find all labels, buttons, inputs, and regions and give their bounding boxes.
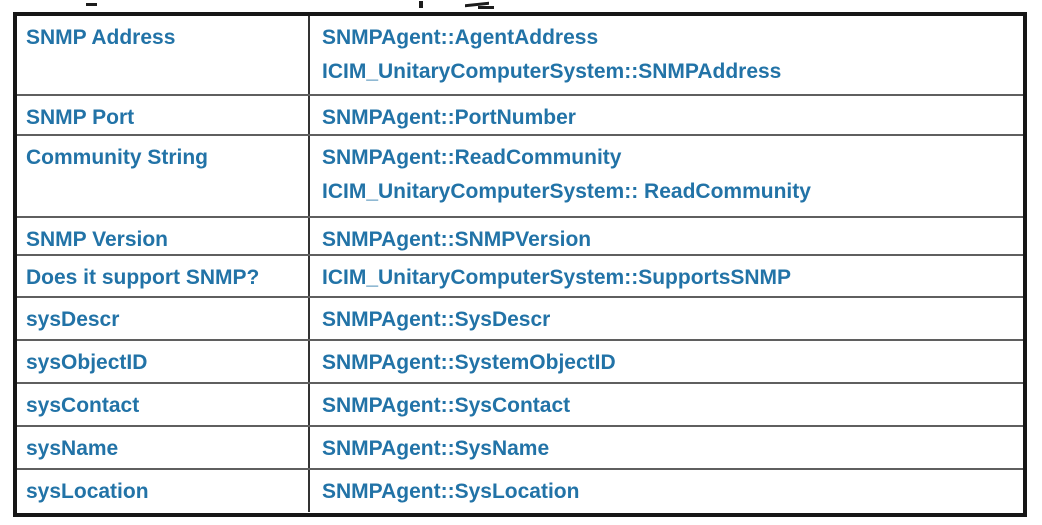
attribute-name: Does it support SNMP? (26, 266, 260, 289)
attribute-name-cell: Does it support SNMP? (17, 256, 310, 296)
attribute-name-cell: SNMP Address (17, 16, 310, 94)
table-row: sysDescr SNMPAgent::SysDescr (17, 298, 1023, 341)
attribute-name-cell: SNMP Version (17, 218, 310, 254)
table-row: sysObjectID SNMPAgent::SystemObjectID (17, 341, 1023, 384)
cropped-text-fragment (86, 3, 97, 6)
attribute-name-cell: SNMP Port (17, 96, 310, 134)
attribute-name: sysDescr (26, 308, 120, 331)
table-row: sysContact SNMPAgent::SysContact (17, 384, 1023, 427)
attribute-path-line: SNMPAgent::SNMPVersion (322, 228, 592, 251)
attribute-path-cell: SNMPAgent::SysName (310, 427, 1023, 468)
attribute-path-line: SNMPAgent::AgentAddress (322, 26, 599, 49)
attribute-name: SNMP Port (26, 106, 135, 129)
attribute-name-cell: sysObjectID (17, 341, 310, 382)
attribute-name: Community String (26, 146, 208, 169)
attribute-path-cell: SNMPAgent::SystemObjectID (310, 341, 1023, 382)
attribute-name: sysName (26, 437, 119, 460)
attribute-name: SNMP Version (26, 228, 168, 251)
attribute-path-line: ICIM_UnitaryComputerSystem:: ReadCommuni… (322, 180, 811, 203)
attribute-name: sysContact (26, 394, 140, 417)
attribute-name-cell: sysContact (17, 384, 310, 425)
attribute-path-line: SNMPAgent::PortNumber (322, 106, 576, 129)
attribute-path-cell: SNMPAgent::SysLocation (310, 470, 1023, 512)
attribute-path-line: SNMPAgent::SysContact (322, 394, 571, 417)
attribute-path-line: ICIM_UnitaryComputerSystem::SupportsSNMP (322, 266, 792, 289)
attribute-path-line: SNMPAgent::SysLocation (322, 480, 580, 503)
attribute-name-cell: sysLocation (17, 470, 310, 512)
attribute-path-cell: SNMPAgent::SysDescr (310, 298, 1023, 339)
attribute-name-cell: sysName (17, 427, 310, 468)
attribute-path-line: SNMPAgent::SysDescr (322, 308, 551, 331)
attribute-path-cell: SNMPAgent::SNMPVersion (310, 218, 1023, 254)
table-row: SNMP Version SNMPAgent::SNMPVersion (17, 218, 1023, 256)
attribute-path-cell: SNMPAgent::PortNumber (310, 96, 1023, 134)
attribute-path-line: ICIM_UnitaryComputerSystem::SNMPAddress (322, 60, 782, 83)
attribute-name: SNMP Address (26, 26, 176, 49)
attribute-path-cell: SNMPAgent::SysContact (310, 384, 1023, 425)
table-row: Does it support SNMP? ICIM_UnitaryCompute… (17, 256, 1023, 298)
table-row: sysLocation SNMPAgent::SysLocation (17, 470, 1023, 512)
table-row: SNMP Port SNMPAgent::PortNumber (17, 96, 1023, 136)
attribute-name-cell: Community String (17, 136, 310, 216)
table-row: Community String SNMPAgent::ReadCommunity… (17, 136, 1023, 218)
attribute-path-cell: ICIM_UnitaryComputerSystem::SupportsSNMP (310, 256, 1023, 296)
attribute-path-line: SNMPAgent::SystemObjectID (322, 351, 616, 374)
attribute-name: sysObjectID (26, 351, 148, 374)
attribute-name-cell: sysDescr (17, 298, 310, 339)
table-row: sysName SNMPAgent::SysName (17, 427, 1023, 470)
attribute-path-line: SNMPAgent::SysName (322, 437, 550, 460)
attribute-path-line: SNMPAgent::ReadCommunity (322, 146, 622, 169)
attribute-name: sysLocation (26, 480, 149, 503)
cropped-text-fragment (419, 1, 423, 8)
cropped-text-fragment (478, 6, 494, 9)
